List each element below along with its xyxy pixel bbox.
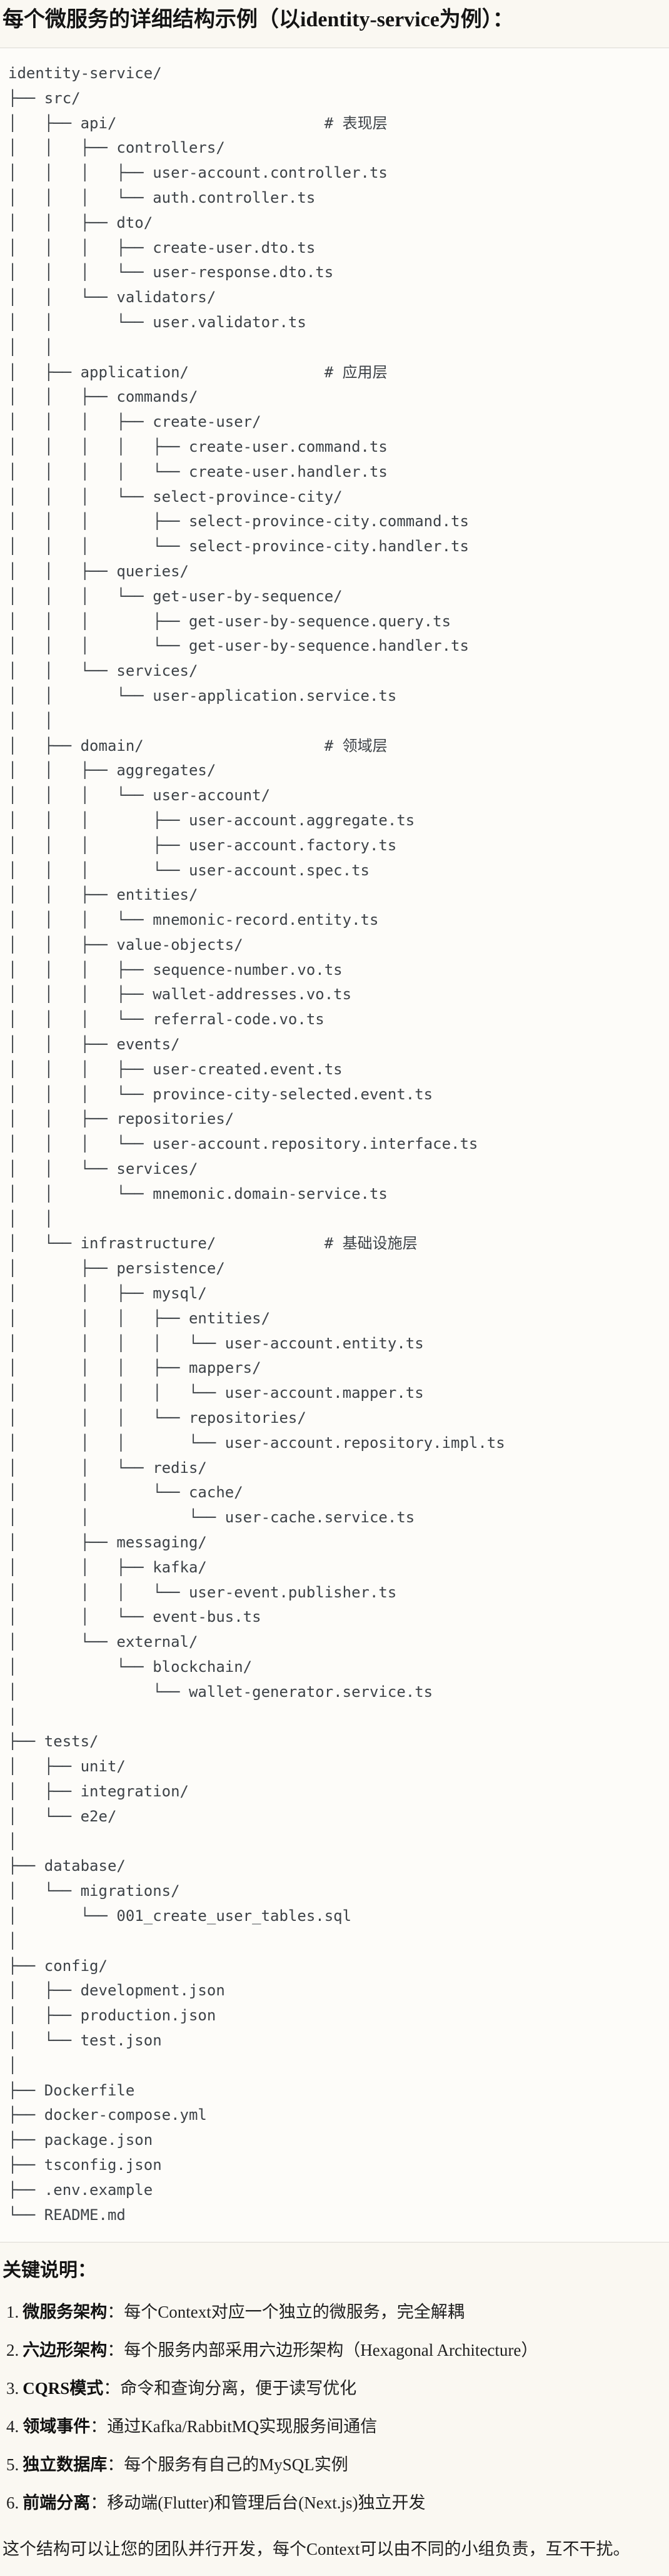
list-item-term: 领域事件 — [23, 2417, 91, 2436]
list-item: 5.独立数据库：每个服务有自己的MySQL实例 — [3, 2454, 666, 2476]
list-item-term: 六边形架构 — [23, 2341, 108, 2360]
list-item-term: CQRS模式 — [23, 2379, 104, 2398]
list-item-term: 独立数据库 — [23, 2455, 108, 2475]
code-block: identity-service/ ├── src/ │ ├── api/ # … — [0, 48, 669, 2243]
list-item-number: 6. — [6, 2493, 19, 2513]
list-item-desc: ：每个Context对应一个独立的微服务，完全解耦 — [107, 2303, 465, 2322]
list-item-term: 微服务架构 — [23, 2303, 108, 2322]
list-item: 6.前端分离：移动端(Flutter)和管理后台(Next.js)独立开发 — [3, 2492, 666, 2514]
list-item-desc: ：通过Kafka/RabbitMQ实现服务间通信 — [90, 2417, 378, 2436]
list-item: 3.CQRS模式：命令和查询分离，便于读写优化 — [3, 2378, 666, 2400]
notes-list: 1.微服务架构：每个Context对应一个独立的微服务，完全解耦 2.六边形架构… — [3, 2301, 666, 2514]
list-item-number: 2. — [6, 2341, 19, 2360]
directory-tree: identity-service/ ├── src/ │ ├── api/ # … — [8, 64, 505, 2224]
list-item-desc: ：每个服务内部采用六边形架构（Hexagonal Architecture） — [107, 2341, 538, 2360]
notes-section: 关键说明： 1.微服务架构：每个Context对应一个独立的微服务，完全解耦 2… — [0, 2259, 669, 2560]
notes-heading: 关键说明： — [3, 2260, 96, 2281]
list-item-desc: ：命令和查询分离，便于读写优化 — [103, 2379, 357, 2398]
closing-paragraph: 这个结构可以让您的团队并行开发，每个Context可以由不同的小组负责，互不干扰… — [3, 2540, 630, 2559]
list-item: 1.微服务架构：每个Context对应一个独立的微服务，完全解耦 — [3, 2301, 666, 2323]
list-item-number: 1. — [6, 2303, 19, 2322]
list-item-desc: ：移动端(Flutter)和管理后台(Next.js)独立开发 — [90, 2493, 426, 2513]
list-item-number: 4. — [6, 2417, 19, 2436]
list-item: 2.六边形架构：每个服务内部采用六边形架构（Hexagonal Architec… — [3, 2339, 666, 2361]
list-item-number: 5. — [6, 2455, 19, 2475]
list-item: 4.领域事件：通过Kafka/RabbitMQ实现服务间通信 — [3, 2416, 666, 2438]
list-item-number: 3. — [6, 2379, 19, 2398]
list-item-term: 前端分离 — [23, 2493, 91, 2513]
page-title: 每个微服务的详细结构示例（以identity-service为例）： — [3, 8, 514, 31]
list-item-desc: ：每个服务有自己的MySQL实例 — [107, 2455, 348, 2475]
